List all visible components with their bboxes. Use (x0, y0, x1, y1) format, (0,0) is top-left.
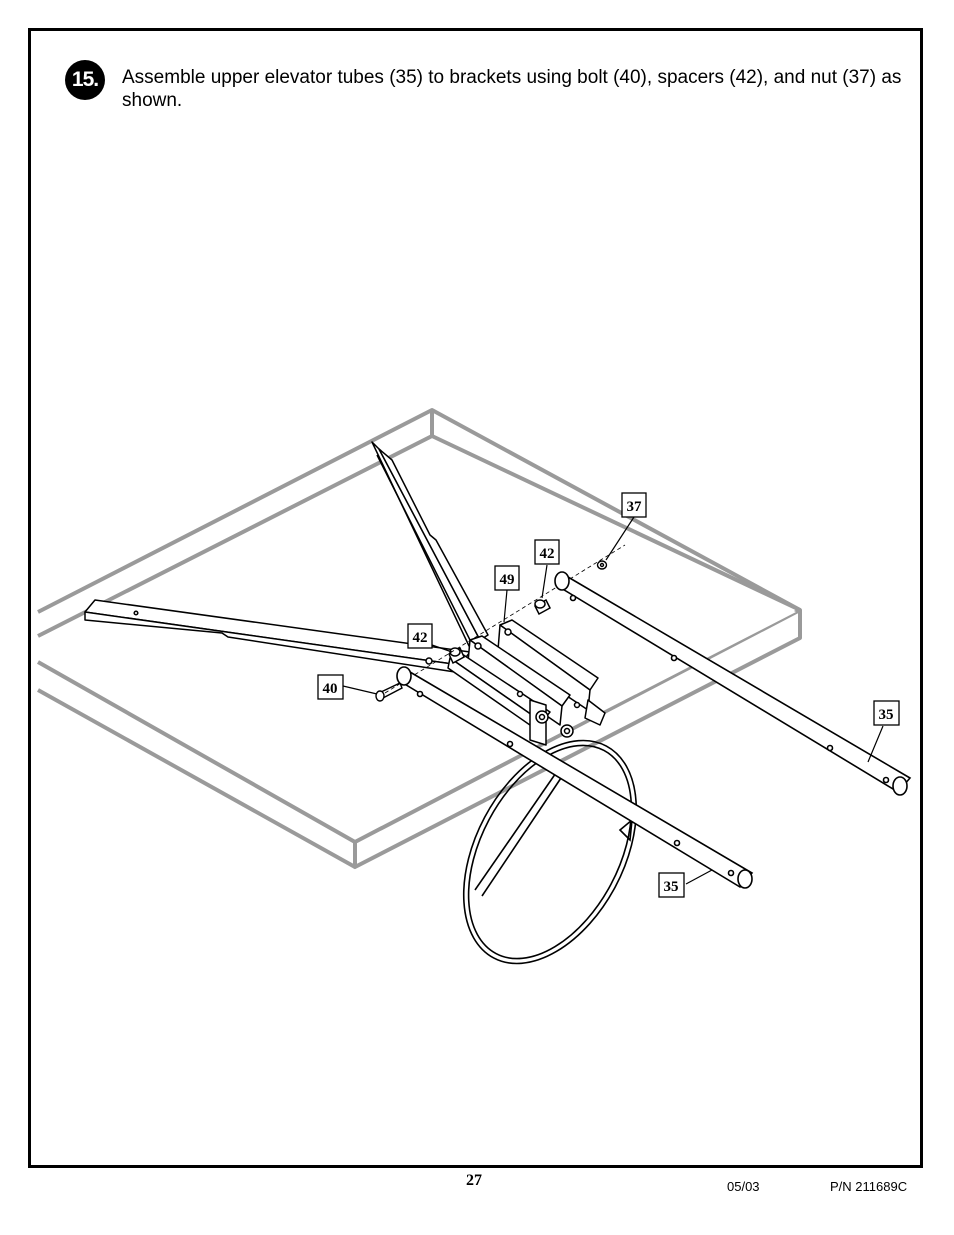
callout-42-upper-label: 42 (540, 546, 555, 562)
callout-42-lower-label: 42 (413, 630, 428, 646)
callout-37: 37 (621, 492, 647, 518)
page-number: 27 (466, 1172, 482, 1189)
step-instruction: Assemble upper elevator tubes (35) to br… (122, 67, 902, 111)
callout-37-label: 37 (627, 499, 643, 515)
upper-elevator-tube-front (396, 666, 754, 889)
callout-40-label: 40 (323, 681, 338, 697)
callout-35-right-label: 35 (879, 707, 894, 723)
callout-40: 40 (317, 674, 344, 700)
document-part-number: P/N 211689C (830, 1179, 908, 1194)
step-number-badge: 15. (65, 60, 105, 100)
callout-leaders (342, 516, 884, 885)
document-date: 05/03 (727, 1179, 760, 1194)
page-border (28, 28, 923, 1168)
rim-ring (462, 739, 638, 965)
spacer-parts (448, 598, 551, 665)
upper-elevator-tube-right (554, 571, 912, 796)
bracket-assembly (447, 619, 606, 746)
alignment-dashed-line (384, 544, 626, 694)
lower-elevator-arm-left (84, 599, 471, 673)
callout-42-upper: 42 (534, 539, 560, 565)
nut-part (596, 560, 608, 570)
callout-35-front-label: 35 (664, 879, 679, 895)
callout-49: 49 (494, 565, 520, 591)
bolt-part (375, 682, 403, 702)
backboard-outline (37, 408, 802, 869)
callout-35-right: 35 (873, 700, 900, 726)
callout-35-front: 35 (658, 872, 685, 898)
callout-42-lower: 42 (407, 623, 433, 649)
callout-49-label: 49 (500, 572, 515, 588)
